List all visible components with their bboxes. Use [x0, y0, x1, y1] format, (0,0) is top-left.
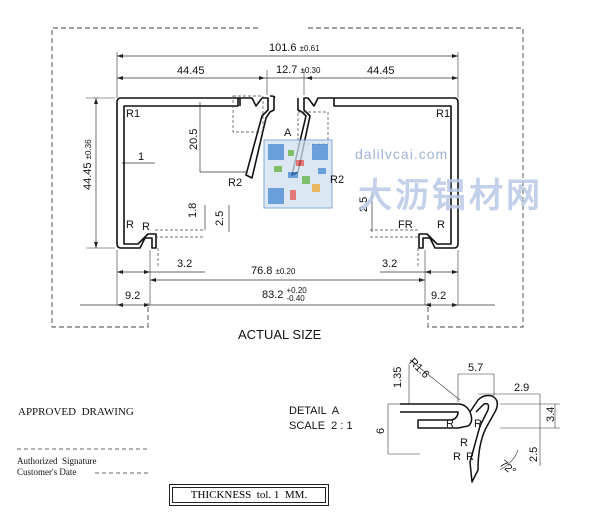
extension-lines: [86, 52, 459, 305]
detail-a-scale: SCALE 2 : 1: [289, 420, 353, 432]
thickness-note-box: THICKNESS tol. 1 MM.: [169, 484, 329, 506]
inner-width-value: 76.8: [251, 265, 273, 277]
foot-dashed-lines: [155, 229, 420, 268]
dim-2-5-left-label: 2.5: [214, 210, 226, 226]
detail-2-5: 2.5: [528, 446, 540, 462]
outer-envelope-right: [308, 27, 524, 328]
detail-r-e: R: [466, 451, 474, 463]
detail-a-drawing: [400, 394, 499, 483]
height-tol: ±0.36: [84, 139, 93, 160]
base-width-label: 83.2 +0.20 -0.40: [262, 287, 307, 303]
inner-width-tol: ±0.20: [275, 267, 296, 276]
detail-r-a: R: [446, 418, 454, 430]
right-width-label: 44.45: [367, 65, 395, 77]
corner-r1-right: R1: [436, 108, 451, 120]
dimension-lines: [80, 55, 495, 306]
customer-date-label: Customer's Date: [17, 467, 77, 477]
detail-a-callout: A: [284, 127, 292, 139]
overall-width-label: 101.6 ±0.61: [269, 42, 320, 54]
slot-width-tol: ±0.30: [300, 66, 321, 75]
base-width-value: 83.2: [262, 288, 284, 301]
detail-3-4: 3.4: [545, 406, 557, 422]
slot-width-value: 12.7: [276, 64, 298, 76]
left-width-label: 44.45: [177, 65, 205, 77]
height-value: 44.45: [82, 162, 94, 190]
foot-left-label: 9.2: [125, 290, 141, 302]
actual-size-label: ACTUAL SIZE: [238, 327, 322, 342]
r-left-1: R: [126, 219, 134, 231]
corner-r1-left: R1: [126, 108, 141, 120]
approved-drawing-label: APPROVED DRAWING: [18, 406, 134, 418]
slot-width-label: 12.7 ±0.30: [276, 64, 320, 76]
base-width-tol-plus: +0.20: [286, 286, 307, 295]
overall-width-tol: ±0.61: [299, 44, 320, 53]
overall-width-value: 101.6: [269, 42, 297, 54]
outer-envelope-left: [51, 27, 258, 328]
dim-3-2-left: 3.2: [177, 258, 193, 270]
foot-right-label: 9.2: [431, 290, 447, 302]
qr-watermark: [263, 139, 333, 209]
dim-3-2-right: 3.2: [382, 258, 398, 270]
dim-1-label: 1: [138, 151, 145, 163]
base-width-tol-minus: -0.40: [286, 294, 305, 303]
authorized-signature-label: Authorized Signature: [17, 456, 97, 466]
detail-6: 6: [375, 427, 387, 434]
r-left-2: R: [142, 221, 150, 233]
fr-right: FR: [398, 219, 413, 231]
dim-1-8-label: 1.8: [187, 202, 199, 218]
dim-20-5-label: 20.5: [188, 128, 200, 150]
detail-r-d: R: [453, 451, 461, 463]
detail-5-7: 5.7: [468, 362, 484, 374]
detail-a-title: DETAIL A: [289, 405, 340, 417]
watermark-cn: 大沥铝材网: [358, 176, 543, 216]
height-label: 44.45 ±0.36: [82, 139, 94, 190]
arrowheads: [94, 54, 458, 307]
detail-1-35: 1.35: [392, 366, 404, 388]
detail-a-dimension-lines: [387, 359, 560, 471]
detail-a-marker-left: [232, 95, 264, 133]
r2-left-label: R2: [228, 177, 243, 189]
thickness-note: THICKNESS tol. 1 MM.: [190, 489, 308, 501]
profile-section: [116, 95, 459, 249]
detail-2-9: 2.9: [514, 382, 530, 394]
detail-r-b: R: [474, 418, 482, 430]
r2-right-label: R2: [330, 174, 345, 186]
inner-width-label: 76.8 ±0.20: [251, 265, 295, 277]
detail-r-c: R: [460, 437, 468, 449]
watermark-site: dalilvcai.com: [355, 146, 449, 162]
r-right: R: [437, 219, 445, 231]
